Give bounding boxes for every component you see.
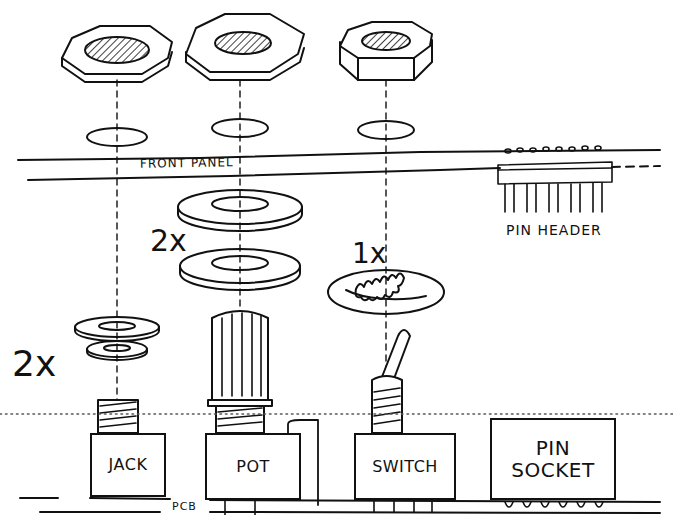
quantity-label: 2x [12,346,56,382]
component-box: POT [205,433,301,500]
part-label: PIN HEADER [506,223,602,237]
component-box: PIN SOCKET [490,418,616,500]
pin-header [498,146,612,212]
pot-washers [178,190,302,290]
component-name: SWITCH [372,458,438,476]
lock-washer [328,270,444,314]
axis-lines [117,80,386,402]
quantity-label: 2x [150,226,187,256]
part-label: FRONT PANEL [140,156,234,170]
pot-nut [186,14,304,137]
front-panel [18,150,660,180]
quantity-label: 1x [352,240,386,268]
jack-bushing [98,400,138,433]
component-name: POT [236,458,270,476]
switch-nut [340,22,432,139]
part-label: PCB [172,501,197,512]
component-box: JACK [90,433,166,497]
component-name: JACK [109,456,148,474]
reference-line [0,413,673,415]
component-name: PIN SOCKET [508,437,598,481]
jack-washers [75,317,159,360]
toggle-switch [372,330,410,433]
pcb-board [20,498,660,515]
jack-nut [62,26,172,146]
component-box: SWITCH [354,433,456,500]
